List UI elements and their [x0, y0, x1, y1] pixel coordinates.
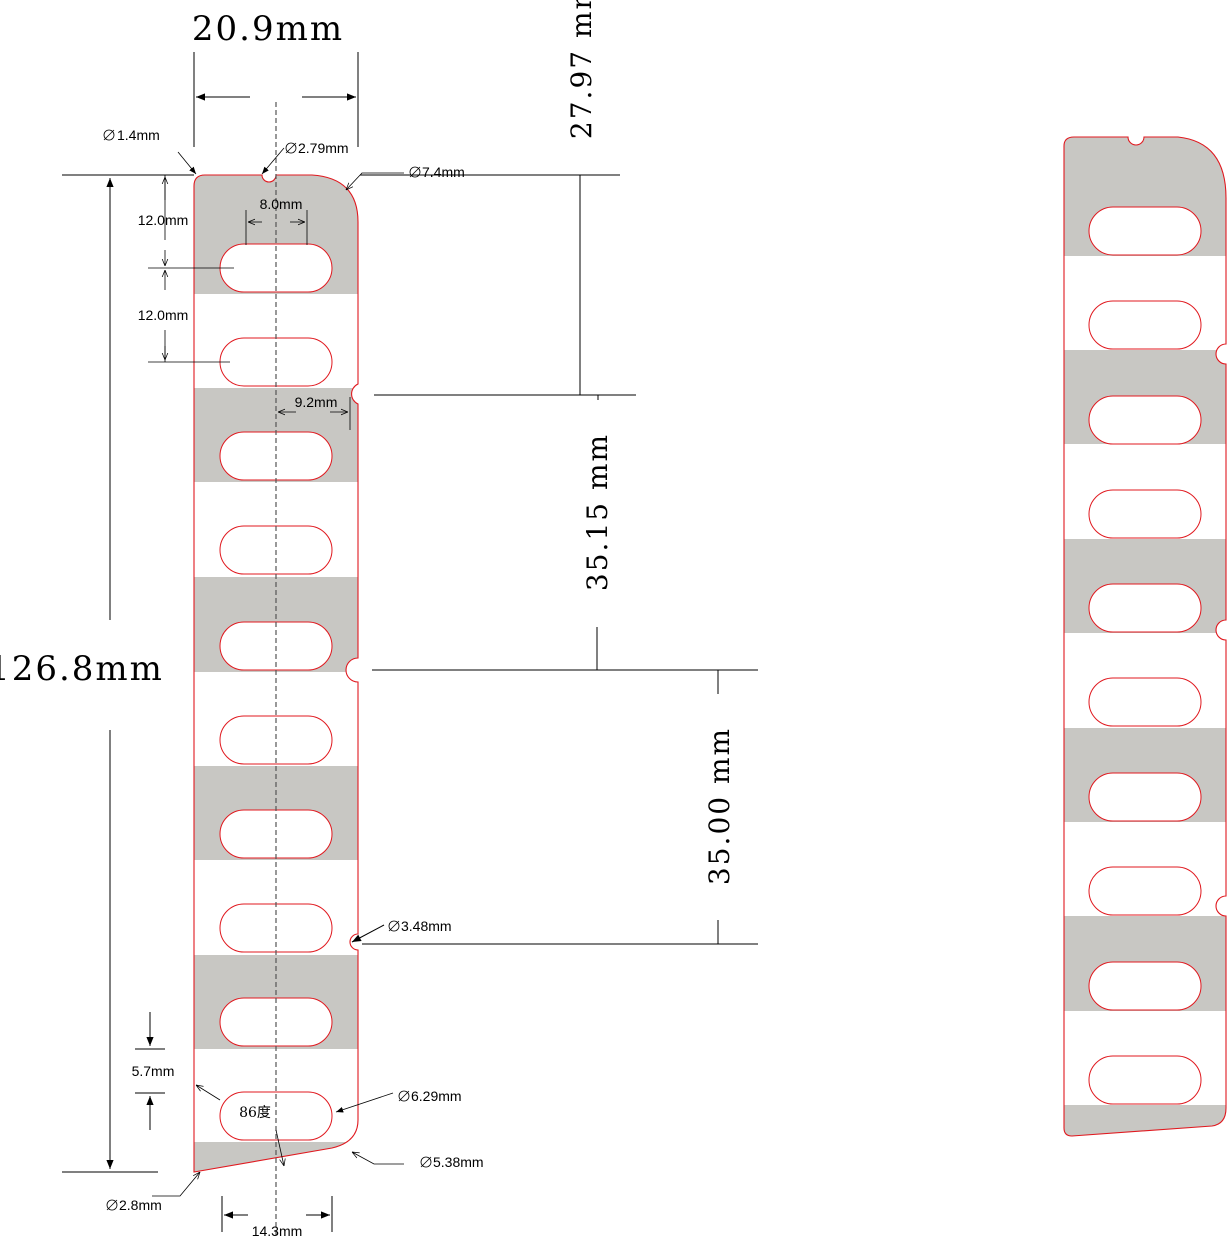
dim-35-00-label: 35.00 mm — [703, 727, 736, 885]
oval-slot — [219, 243, 333, 293]
dim-35-15-label: 35.15 mm — [581, 433, 614, 591]
pitch-a-label: 12.0mm — [138, 212, 189, 228]
hole-width-label: 8.0mm — [260, 196, 303, 212]
oval-slot — [1088, 961, 1202, 1011]
diameter-1-4-text: 1.4mm — [117, 127, 160, 143]
angle-label: 86度 — [239, 1105, 271, 1121]
diameter-7-4: 7.4mm — [409, 164, 465, 180]
dim-27-97-label: 27.97 mm — [565, 0, 598, 139]
diameter-3-48: 3.48mm — [388, 918, 452, 934]
diameter-2-79: 2.79mm — [285, 140, 349, 156]
oval-slots — [1088, 206, 1202, 1105]
oval-slot — [1088, 395, 1202, 445]
oval-slot — [1088, 772, 1202, 822]
diameter-6-29: 6.29mm — [398, 1088, 462, 1104]
diameter-icon — [409, 166, 421, 178]
oval-slot — [1088, 583, 1202, 633]
dimension-lines — [62, 52, 758, 1232]
diameter-icon — [420, 1156, 432, 1168]
strip-outline — [1063, 136, 1227, 1137]
diameter-icon — [103, 129, 115, 141]
strip-right-plain — [1063, 136, 1227, 1137]
diameter-7-4-text: 7.4mm — [422, 164, 465, 180]
gap-label: 5.7mm — [132, 1063, 175, 1079]
oval-slot — [1088, 206, 1202, 256]
diameter-2-8: 2.8mm — [106, 1197, 162, 1213]
width-top-label: 20.9mm — [192, 9, 344, 49]
overall-height-label: 126.8mm — [0, 649, 164, 689]
dimension-labels: 20.9mm 126.8mm 27.97 mm 35.15 mm 35.00 m… — [0, 0, 736, 1238]
oval-slot — [1088, 866, 1202, 916]
strip-outline — [193, 174, 359, 1173]
diameter-icon — [398, 1090, 410, 1102]
diameter-icon — [106, 1199, 118, 1211]
offset-label: 9.2mm — [295, 394, 338, 410]
diameter-5-38: 5.38mm — [420, 1154, 484, 1170]
pitch-b-label: 12.0mm — [138, 307, 189, 323]
diameter-3-48-text: 3.48mm — [401, 918, 452, 934]
diameter-icon — [388, 920, 400, 932]
oval-slot — [219, 715, 333, 765]
strip-left-dimensioned — [193, 102, 359, 1236]
diameter-2-79-text: 2.79mm — [298, 140, 349, 156]
oval-slot — [1088, 1055, 1202, 1105]
diameter-5-38-text: 5.38mm — [433, 1154, 484, 1170]
diameter-6-29-text: 6.29mm — [411, 1088, 462, 1104]
diameter-1-4: 1.4mm — [103, 127, 160, 143]
oval-slot — [1088, 489, 1202, 539]
diameter-icon — [285, 142, 297, 154]
oval-slot — [1088, 677, 1202, 727]
oval-slot — [1088, 300, 1202, 350]
bottom-width-label: 14.3mm — [252, 1223, 303, 1238]
diameter-2-8-text: 2.8mm — [119, 1197, 162, 1213]
oval-slot — [219, 1091, 333, 1141]
